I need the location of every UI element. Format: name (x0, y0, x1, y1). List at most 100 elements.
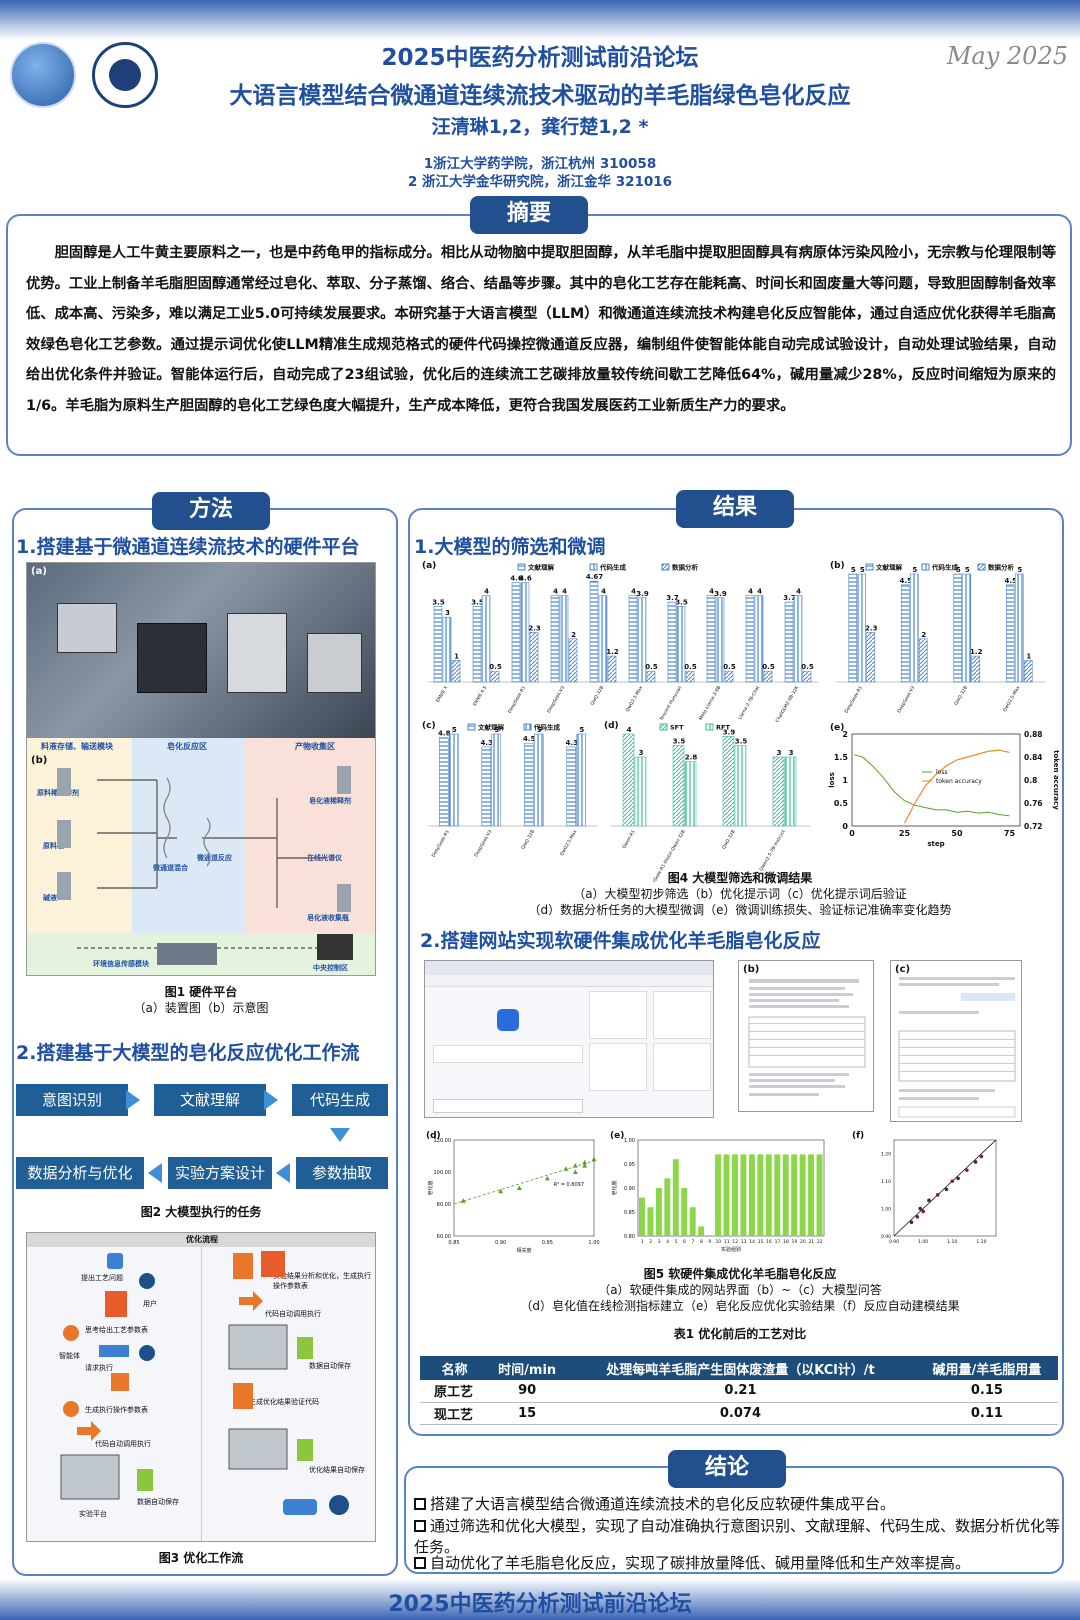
bar (793, 595, 803, 683)
fig3-step-analyze: 实验结果分析和优化，生成执行操作参数表 (273, 1272, 371, 1290)
bar (523, 742, 534, 827)
tick-label: 1.5 (834, 753, 849, 762)
tick-label: QwQ2.5-Max (559, 829, 579, 857)
fig1-label-sensor: 环境信息传感模块 (93, 960, 149, 968)
bar (490, 670, 500, 683)
poster-date: May 2025 (946, 42, 1068, 70)
data-label: 2 (571, 631, 576, 639)
fig5-subcaption-2: （d）皂化值在线检测指标建立（e）皂化反应优化实验结果（f）反应自动建模结果 (520, 1299, 960, 1313)
panel-tag: (f) (852, 1131, 864, 1141)
tick-label: 1 (641, 1239, 644, 1245)
tick-label: 120.00 (434, 1138, 452, 1144)
tick-label: ChatGLM2-6B-32K (774, 684, 800, 724)
bar (723, 1154, 730, 1236)
bar (672, 745, 685, 827)
legend-label: 代码生成 (599, 563, 627, 572)
fig3-step-request: 请求执行 (85, 1364, 113, 1372)
flow-design: 实验方案设计 (168, 1157, 272, 1189)
legend-label: SFT (670, 724, 684, 732)
data-label: 3.5 (735, 738, 748, 746)
plot-frame (637, 1139, 825, 1237)
data-point (965, 1168, 969, 1172)
bar (857, 573, 867, 683)
tick-label: 10 (715, 1239, 721, 1245)
bar (559, 595, 569, 683)
data-label: 0.5 (684, 663, 697, 671)
arrow-left-icon (148, 1163, 162, 1183)
x-axis-label: step (927, 840, 944, 848)
tick-label: 1.00 (918, 1239, 928, 1245)
data-label: 5 (537, 726, 542, 734)
affiliation-1: 1浙江大学药学院，浙江杭州 310058 (423, 156, 657, 172)
tick-label: 0.90 (881, 1234, 891, 1240)
data-label: 2.8 (685, 754, 698, 762)
results-section-2: 2.搭建网站实现软硬件集成优化羊毛脂皂化反应 (420, 930, 821, 952)
fig3-caption: 图3 优化工作流 (158, 1551, 244, 1565)
data-point (918, 1206, 923, 1211)
fig3-step-invoke: 代码自动调用执行 (95, 1440, 151, 1448)
legend-swatch (589, 563, 598, 571)
fig4-subcaption-2: （d）数据分析任务的大模型微调（e）微调训练损失、验证标记准确率变化趋势 (528, 903, 952, 917)
flow-literature: 文献理解 (154, 1084, 266, 1116)
tick-label: 1.10 (881, 1179, 891, 1185)
panel-tag: (e) (830, 723, 844, 733)
data-label: 0.5 (489, 663, 502, 671)
bar (748, 1154, 755, 1236)
bar (676, 606, 686, 683)
tick-label: 0.72 (1024, 822, 1043, 831)
tick-label: 60.00 (437, 1234, 451, 1240)
bar (962, 573, 972, 683)
bar (909, 573, 919, 683)
legend-label: 文献理解 (527, 563, 555, 572)
y-axis-label: 皂化值 (427, 1180, 434, 1195)
legend-swatch (659, 723, 668, 731)
affiliation-2: 2 浙江大学金华研究院，浙江金华 321016 (407, 174, 673, 190)
tick-label: 9 (708, 1239, 711, 1245)
tick-label: 12 (732, 1239, 738, 1245)
tick-label: 1.00 (881, 1207, 891, 1213)
arrow-left-icon (276, 1163, 290, 1183)
fig1-label-reaction: 皂化反应区 (167, 742, 207, 751)
tick-label: QwQ2.5-Max (625, 685, 645, 713)
schematic-lines (57, 766, 353, 965)
fig1-label-base: 碱液 (43, 894, 57, 902)
bar (1014, 573, 1024, 683)
fig3-step-platform: 实验平台 (79, 1510, 107, 1518)
fig3-step-save: 数据自动保存 (137, 1498, 179, 1506)
panel-tag: (a) (422, 561, 436, 571)
data-label: 0.5 (762, 663, 775, 671)
bar (791, 1154, 798, 1236)
x-axis-label: 实验组别 (721, 1246, 741, 1253)
bar (448, 733, 459, 827)
tick-label: 25 (899, 829, 911, 838)
panel-tag: (c) (422, 721, 436, 731)
data-label: 5 (494, 726, 499, 734)
bar (685, 670, 695, 683)
bar (637, 597, 647, 683)
data-label: 5 (956, 566, 961, 574)
bar (550, 595, 560, 683)
fig3-step-generate: 生成执行操作参数表 (85, 1406, 148, 1414)
results-section-1: 1.大模型的筛选和微调 (414, 536, 606, 558)
tick-label: Tencent Hunyuan (658, 685, 683, 723)
tick-label: QwQ-32B (520, 829, 536, 850)
fig2-caption: 图2 大模型执行的任务 (140, 1205, 262, 1219)
tick-label: DeepSeek-V3 (546, 685, 566, 714)
table-header-name: 名称 (420, 1356, 490, 1380)
data-point (516, 1185, 522, 1190)
tick-label: 15 (758, 1239, 764, 1245)
tick-label: DeepSeek-V3 (896, 685, 916, 714)
tick-label: 0.95 (624, 1162, 635, 1168)
table-row: 现工艺 15 0.074 0.11 (420, 1402, 1058, 1425)
bar (1023, 660, 1033, 683)
flow-analysis: 数据分析与优化 (16, 1157, 144, 1189)
tick-label: 0.85 (624, 1210, 635, 1216)
tick-label: DeepSeek-R1 (507, 685, 528, 715)
tick-label: Qwen-R1 (621, 829, 636, 850)
identity-line (893, 1139, 997, 1237)
tick-label: 7 (692, 1239, 695, 1245)
data-label: 0.5 (645, 663, 658, 671)
data-point (544, 1175, 550, 1181)
tick-label: 1 (842, 776, 848, 785)
